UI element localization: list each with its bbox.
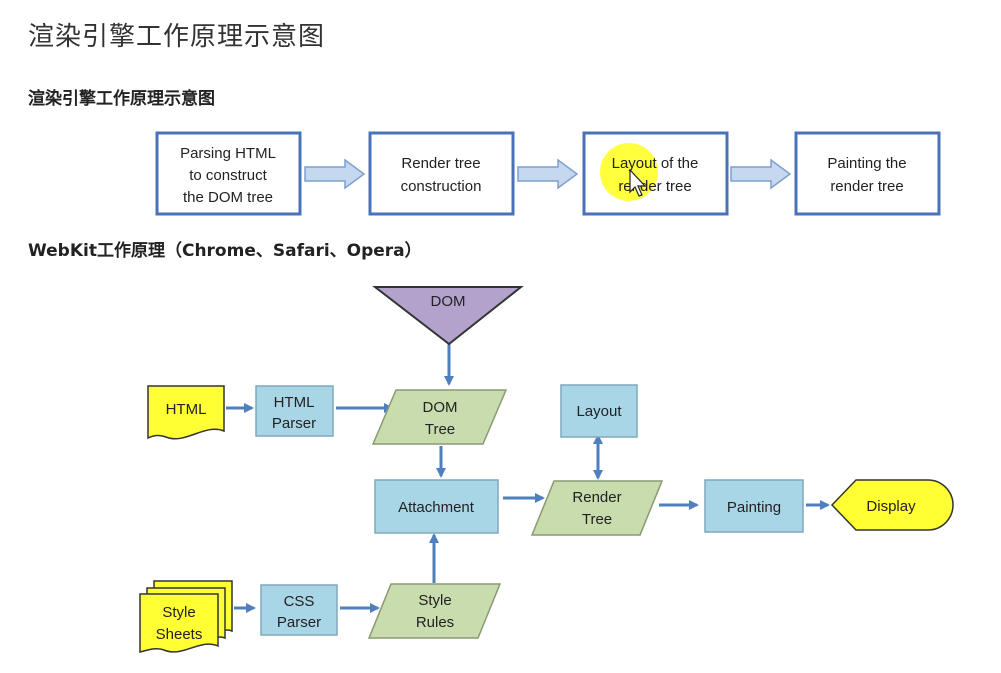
step-painting-line1: Painting the <box>827 155 906 172</box>
node-layout-label: Layout <box>576 403 622 420</box>
step-parsing-line2: to construct <box>189 167 267 184</box>
node-display: Display <box>830 479 954 531</box>
flow-step-parsing: Parsing HTML to construct the DOM tree <box>155 131 302 216</box>
node-painting-label: Painting <box>727 499 781 516</box>
node-dom-tree: DOM Tree <box>371 389 508 445</box>
node-html-parser-line1: HTML <box>274 394 315 411</box>
node-render-tree-line1: Render <box>572 489 621 506</box>
node-dom-tree-line2: Tree <box>425 421 455 438</box>
node-html-parser: HTML Parser <box>255 385 334 437</box>
flow-arrow-2 <box>517 158 579 190</box>
step-parsing-line3: the DOM tree <box>183 189 273 206</box>
step-layout-line2: render tree <box>618 178 691 195</box>
node-attachment-label: Attachment <box>398 499 475 516</box>
node-render-tree-line2: Tree <box>582 511 612 528</box>
node-style-sheets: Style Sheets <box>139 580 233 653</box>
section-title-webkit: WebKit工作原理（Chrome、Safari、Opera） <box>28 241 422 261</box>
section-title-render-engine: 渲染引擎工作原理示意图 <box>28 89 215 109</box>
node-html-label: HTML <box>166 401 207 418</box>
node-style-rules: Style Rules <box>367 583 502 639</box>
node-style-sheets-line2: Sheets <box>156 626 203 643</box>
node-painting: Painting <box>704 479 804 533</box>
node-layout: Layout <box>560 384 638 438</box>
page-title: 渲染引擎工作原理示意图 <box>28 22 326 52</box>
step-painting-line2: render tree <box>830 178 903 195</box>
node-dom-label: DOM <box>431 293 466 310</box>
step-render-line2: construction <box>401 178 482 195</box>
node-render-tree: Render Tree <box>530 480 664 536</box>
node-dom: DOM <box>372 286 524 346</box>
node-style-rules-line1: Style <box>418 592 451 609</box>
step-render-line1: Render tree <box>401 155 480 172</box>
node-css-parser: CSS Parser <box>260 584 338 636</box>
node-html-parser-line2: Parser <box>272 415 316 432</box>
flow-step-render-tree: Render tree construction <box>368 131 515 216</box>
mouse-cursor-icon <box>629 168 647 197</box>
connectors <box>226 344 830 613</box>
node-css-parser-line1: CSS <box>284 593 315 610</box>
node-html-document: HTML <box>147 385 225 440</box>
flow-arrow-3 <box>730 158 792 190</box>
flow-arrow-1 <box>304 158 366 190</box>
flow-step-painting: Painting the render tree <box>794 131 941 216</box>
step-parsing-line1: Parsing HTML <box>180 145 276 162</box>
node-attachment: Attachment <box>374 479 499 534</box>
flow-step-layout: Layout of the render tree <box>582 131 729 216</box>
node-style-rules-line2: Rules <box>416 614 454 631</box>
node-display-label: Display <box>866 498 916 515</box>
node-style-sheets-line1: Style <box>162 604 195 621</box>
step-layout-line1: Layout of the <box>612 155 699 172</box>
node-css-parser-line2: Parser <box>277 614 321 631</box>
node-dom-tree-line1: DOM <box>423 399 458 416</box>
